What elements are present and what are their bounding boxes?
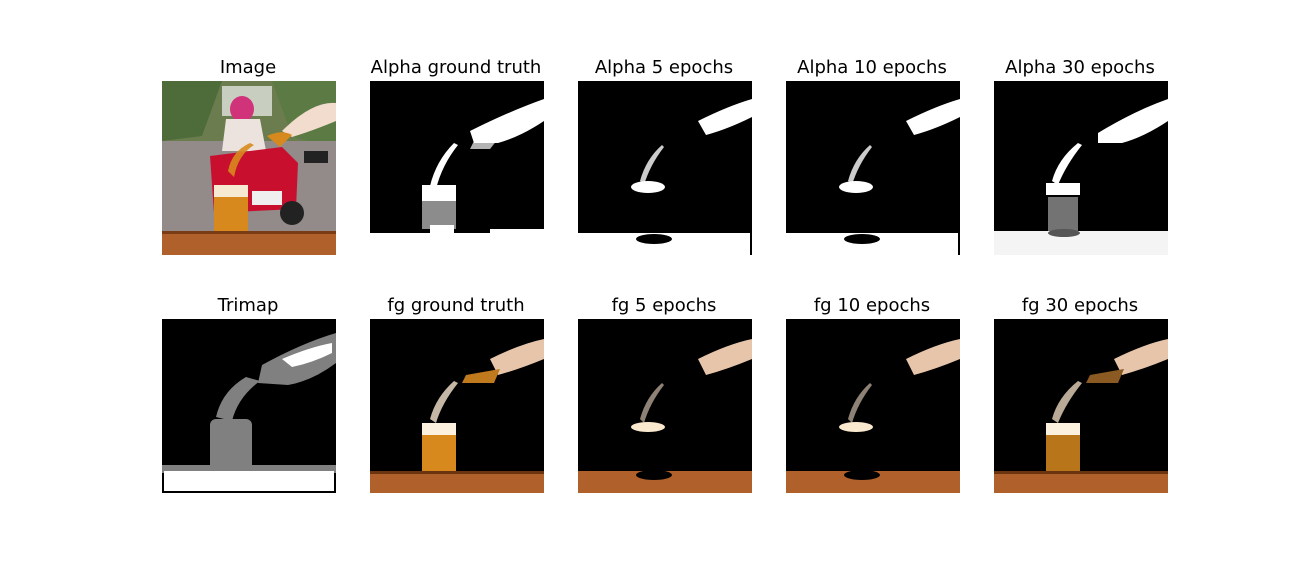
fg-10-epochs (786, 319, 960, 493)
title-fg-5: fg 5 epochs (611, 295, 717, 316)
title-trimap: Trimap (217, 295, 279, 316)
alpha-ground-truth (370, 81, 544, 233)
title-fg-gt: fg ground truth (387, 295, 525, 316)
trimap (162, 319, 336, 493)
title-alpha-gt: Alpha ground truth (370, 57, 542, 78)
fg-ground-truth (370, 319, 544, 493)
title-alpha-5: Alpha 5 epochs (594, 57, 734, 78)
fg-5-epochs (578, 319, 752, 493)
fg-30-epochs (994, 319, 1168, 493)
title-fg-30: fg 30 epochs (1021, 295, 1139, 316)
title-alpha-10: Alpha 10 epochs (797, 57, 947, 78)
alpha-30-epochs (994, 81, 1168, 255)
alpha-10-epochs (786, 81, 960, 255)
title-fg-10: fg 10 epochs (813, 295, 931, 316)
title-image: Image (219, 57, 277, 78)
alpha-5-epochs (578, 81, 752, 255)
composite-image (162, 81, 336, 255)
title-alpha-30: Alpha 30 epochs (1005, 57, 1155, 78)
